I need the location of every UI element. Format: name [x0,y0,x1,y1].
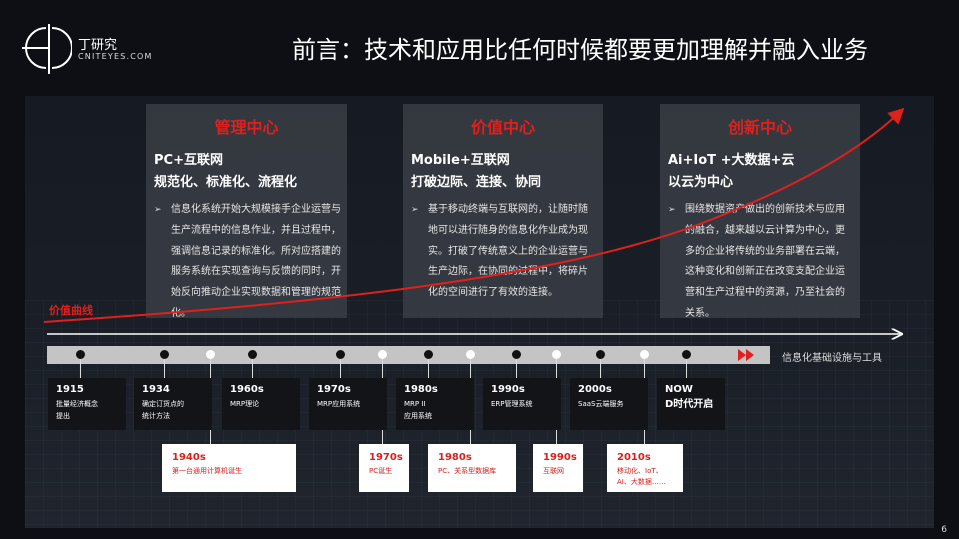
milestone-box: NOW D时代开启 [657,378,725,430]
milestone-box: 1934 确定订货点的 统计方法 [134,378,212,430]
logo-text-en: CNITEYES.COM [78,52,153,61]
milestone-desc: 互联网 [543,467,564,475]
timeline-dot [377,350,387,359]
card-theme-line: 打破边际、连接、协同 [411,175,542,190]
milestone-desc: ERP管理系统 [491,400,533,408]
card-body-text: 围绕数据资产做出的创新技术与应用的融合，越来越以云计算为中心，更多的企业将传统的… [685,204,845,319]
connector-line [80,355,81,378]
milestone-desc: 批量经济概念 提出 [56,400,98,420]
card-theme-line: 以云为中心 [668,175,734,190]
card-tech-line: Mobile+互联网 [411,153,510,168]
connector-line [252,355,253,378]
timeline-dot [205,350,215,359]
connector-line [686,355,687,378]
milestone-year: 1915 [56,384,84,395]
card-heading: 创新中心 [727,118,792,137]
milestone-desc: 第一台通用计算机诞生 [172,467,242,475]
value-curve-line [43,107,905,323]
value-curve-label: 价值曲线 [49,304,93,317]
milestone-year: 1990s [491,384,525,395]
bullet-arrow-icon: ➢ [154,205,162,215]
timeline-dot [639,350,649,359]
logo-text-cn: 丁研究 [78,38,118,53]
milestone-year: 1980s [404,384,438,395]
connector-line [340,355,341,378]
tech-milestone-box: 1980s PC、关系型数据库 [428,444,516,492]
milestone-desc: SaaS云端服务 [578,400,624,408]
bullet-arrow-icon: ➢ [668,205,676,215]
milestone-year: NOW [665,384,693,395]
timeline-dot [551,350,561,359]
page-number: 6 [941,525,947,535]
milestone-year: 1980s [438,452,472,463]
card-body: ➢ 围绕数据资产做出的创新技术与应用的融合，越来越以云计算为中心，更多的企业将传… [668,200,854,325]
card-heading: 管理中心 [214,118,279,137]
milestone-desc: MRP应用系统 [317,400,361,408]
milestone-year: 2000s [578,384,612,395]
logo-mark-icon [22,24,72,74]
timeline-dot [75,350,85,359]
timeline-dot [595,350,605,359]
timeline-dot [465,350,475,359]
page-title: 前言：技术和应用比任何时候都要更加理解并融入业务 [292,36,868,64]
card-tech-line: PC+互联网 [154,153,223,168]
milestone-desc: 确定订货点的 统计方法 [142,400,184,420]
connector-line [164,355,165,378]
milestone-year: 1960s [230,384,264,395]
timeline-dot [335,350,345,359]
axis-label: 信息化基础设施与工具 [782,353,882,364]
milestone-box: 1990s ERP管理系统 [483,378,561,430]
card-body-text: 信息化系统开始大规模接手企业运营与生产流程中的信息作业，并且过程中，强调信息记录… [171,204,341,319]
card-value-center: 价值中心 Mobile+互联网 打破边际、连接、协同 ➢ 基于移动终端与互联网的… [403,104,603,318]
milestone-box: 2000s SaaS云端服务 [570,378,648,430]
card-tech-line: Ai+IoT +大数据+云 [668,153,795,168]
connector-line [600,355,601,378]
logo: 丁研究 CNITEYES.COM [22,24,162,74]
milestone-year: 1934 [142,384,170,395]
milestone-desc: MRP II 应用系统 [404,400,432,420]
card-innovation-center: 创新中心 Ai+IoT +大数据+云 以云为中心 ➢ 围绕数据资产做出的创新技术… [660,104,860,319]
milestone-desc: PC、关系型数据库 [438,467,497,475]
card-body: ➢ 信息化系统开始大规模接手企业运营与生产流程中的信息作业，并且过程中，强调信息… [154,200,341,325]
timeline-dot [159,350,169,359]
timeline-dot [511,350,521,359]
milestone-year: 1990s [543,452,577,463]
milestone-year: 1970s [369,452,403,463]
connector-line [516,355,517,378]
bullet-arrow-icon: ➢ [411,205,419,215]
milestone-box: 1980s MRP II 应用系统 [396,378,474,430]
card-heading: 价值中心 [470,118,535,137]
milestone-box: 1970s MRP应用系统 [309,378,387,430]
milestone-desc: PC诞生 [369,467,393,475]
card-theme-line: 规范化、标准化、流程化 [154,175,298,190]
connector-line [428,355,429,378]
timeline-bar [47,346,770,364]
tech-milestone-box: 1940s 第一台通用计算机诞生 [162,444,296,492]
milestone-year: 1940s [172,452,206,463]
timeline-dot [247,350,257,359]
tech-milestone-box: 2010s 移动化、IoT、 AI、大数据…… [607,444,683,492]
milestone-year: 1970s [317,384,351,395]
milestone-desc: 移动化、IoT、 AI、大数据…… [617,467,666,486]
card-management-center: 管理中心 PC+互联网 规范化、标准化、流程化 ➢ 信息化系统开始大规模接手企业… [146,104,347,319]
timeline-dot [681,350,691,359]
milestone-desc: MRP理论 [230,400,260,408]
tech-milestone-box: 1990s 互联网 [533,444,583,492]
tech-milestone-box: 1970s PC诞生 [359,444,409,492]
timeline-dot [423,350,433,359]
milestone-box: 1915 批量经济概念 提出 [48,378,126,430]
milestone-box: 1960s MRP理论 [222,378,300,430]
milestone-year: 2010s [617,452,651,463]
milestone-desc: D时代开启 [665,399,714,410]
